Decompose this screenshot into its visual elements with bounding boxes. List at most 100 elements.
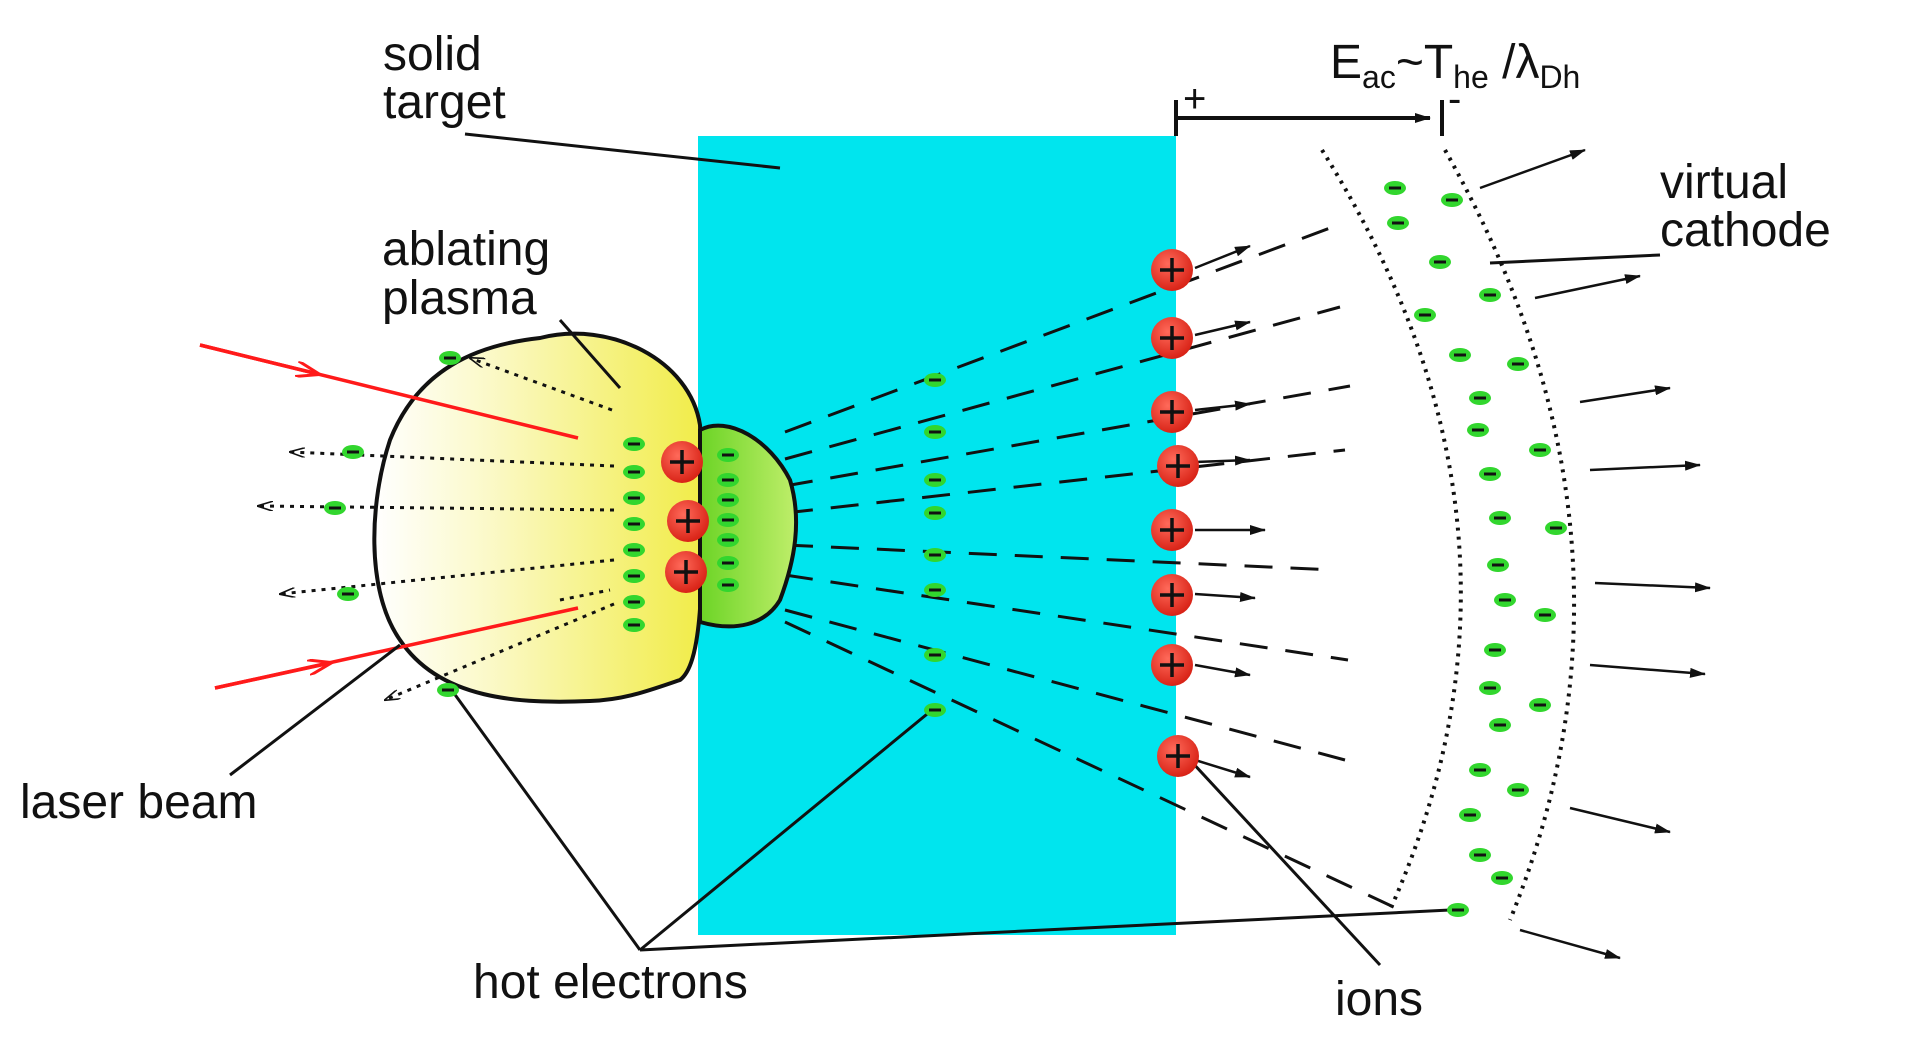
cathode-inner-arc [1320,148,1463,911]
electron-icon [717,473,739,487]
ion-icon [1151,391,1193,433]
electron-icon [924,648,946,662]
label-virtual-cathode-line1: virtual [1660,156,1788,209]
electron-icon [1487,558,1509,572]
electron-icon [1459,808,1481,822]
electron-icon [1489,511,1511,525]
ion-arrows [1194,244,1266,779]
ion-icon [1151,317,1193,359]
electron-icon [924,506,946,520]
formula-tilde-T: ~T [1396,36,1453,89]
label-solid-target-line1: solid [383,28,482,81]
electron-icon [1469,848,1491,862]
electron-icon [717,513,739,527]
debye-length-bracket [1174,100,1444,136]
electron-icon [1494,593,1516,607]
electron-icon [1529,443,1551,457]
electron-icon [1507,357,1529,371]
formula-acceleration-field: Eac~The /λDh [1330,36,1580,95]
electron-icon [1441,193,1463,207]
electron-icon [924,703,946,717]
ablating-plasma-blob [372,331,705,704]
electron-icon [623,491,645,505]
electron-icon [924,473,946,487]
leader-hot-electrons-b [639,708,933,952]
formula-E-sub: ac [1362,59,1396,95]
electron-icon [717,533,739,547]
ion-icon [1157,735,1199,777]
leader-lines [229,132,1661,967]
electron-icon [1479,288,1501,302]
electron-icon [623,543,645,557]
electron-icon [717,448,739,462]
electron-icon [1507,783,1529,797]
electron-icon [1484,643,1506,657]
electron-icon [623,465,645,479]
electron-icon [1489,718,1511,732]
electron-icon [924,583,946,597]
label-ions: ions [1335,973,1423,1026]
electron-icon [1414,308,1436,322]
cathode-outer-arc [1443,149,1577,921]
leader-ions [1188,758,1382,967]
electrons-group [324,181,1567,917]
ion-icon [1151,574,1193,616]
leader-hot-electrons-a [446,684,642,951]
electron-icon [1467,423,1489,437]
electron-icon [717,493,739,507]
leader-hot-electrons-c [639,908,1451,952]
electron-icon [1545,521,1567,535]
electron-icon [623,569,645,583]
ions-group [661,249,1199,777]
electron-icon [1479,467,1501,481]
electron-icon [1449,348,1471,362]
formula-E: E [1330,36,1362,89]
formula-lambda: /λ [1489,36,1540,89]
leader-laser-beam [229,643,401,777]
ion-icon [665,551,707,593]
electron-icon [1387,216,1409,230]
label-solid-target-line2: target [383,76,506,129]
electron-icon [1491,871,1513,885]
ion-icon [1151,249,1193,291]
electron-icon [439,351,461,365]
leader-ablating-plasma [558,319,622,389]
electron-icon [924,373,946,387]
electron-icon [1534,608,1556,622]
electron-icon [1384,181,1406,195]
electron-icon [623,618,645,632]
formula-lambda-sub: Dh [1539,59,1580,95]
electron-icon [623,517,645,531]
label-ablating-plasma-line2: plasma [382,272,537,325]
electron-icon [924,425,946,439]
leader-virtual-cathode [1489,253,1661,265]
electron-icon [1529,698,1551,712]
electron-trajectories [784,226,1401,912]
electron-icon [1469,391,1491,405]
ion-icon [661,441,703,483]
electron-icon [1429,255,1451,269]
label-ablating-plasma-line1: ablating [382,223,550,276]
formula-T-sub: he [1453,59,1489,95]
electron-icon [1479,681,1501,695]
ion-icon [1157,445,1199,487]
electron-icon [1469,763,1491,777]
electron-icon [623,437,645,451]
label-laser-beam: laser beam [20,776,257,829]
outward-arrows [1479,148,1711,960]
label-hot-electrons: hot electrons [473,956,748,1009]
polarity-minus: - [1448,77,1461,121]
electron-icon [1447,903,1469,917]
ion-icon [1151,509,1193,551]
electron-icon [337,587,359,601]
ion-icon [667,500,709,542]
electron-icon [437,683,459,697]
electron-icon [717,578,739,592]
electron-icon [342,445,364,459]
label-virtual-cathode-line2: cathode [1660,204,1831,257]
electron-icon [717,556,739,570]
ion-icon [1151,644,1193,686]
electron-icon [324,501,346,515]
